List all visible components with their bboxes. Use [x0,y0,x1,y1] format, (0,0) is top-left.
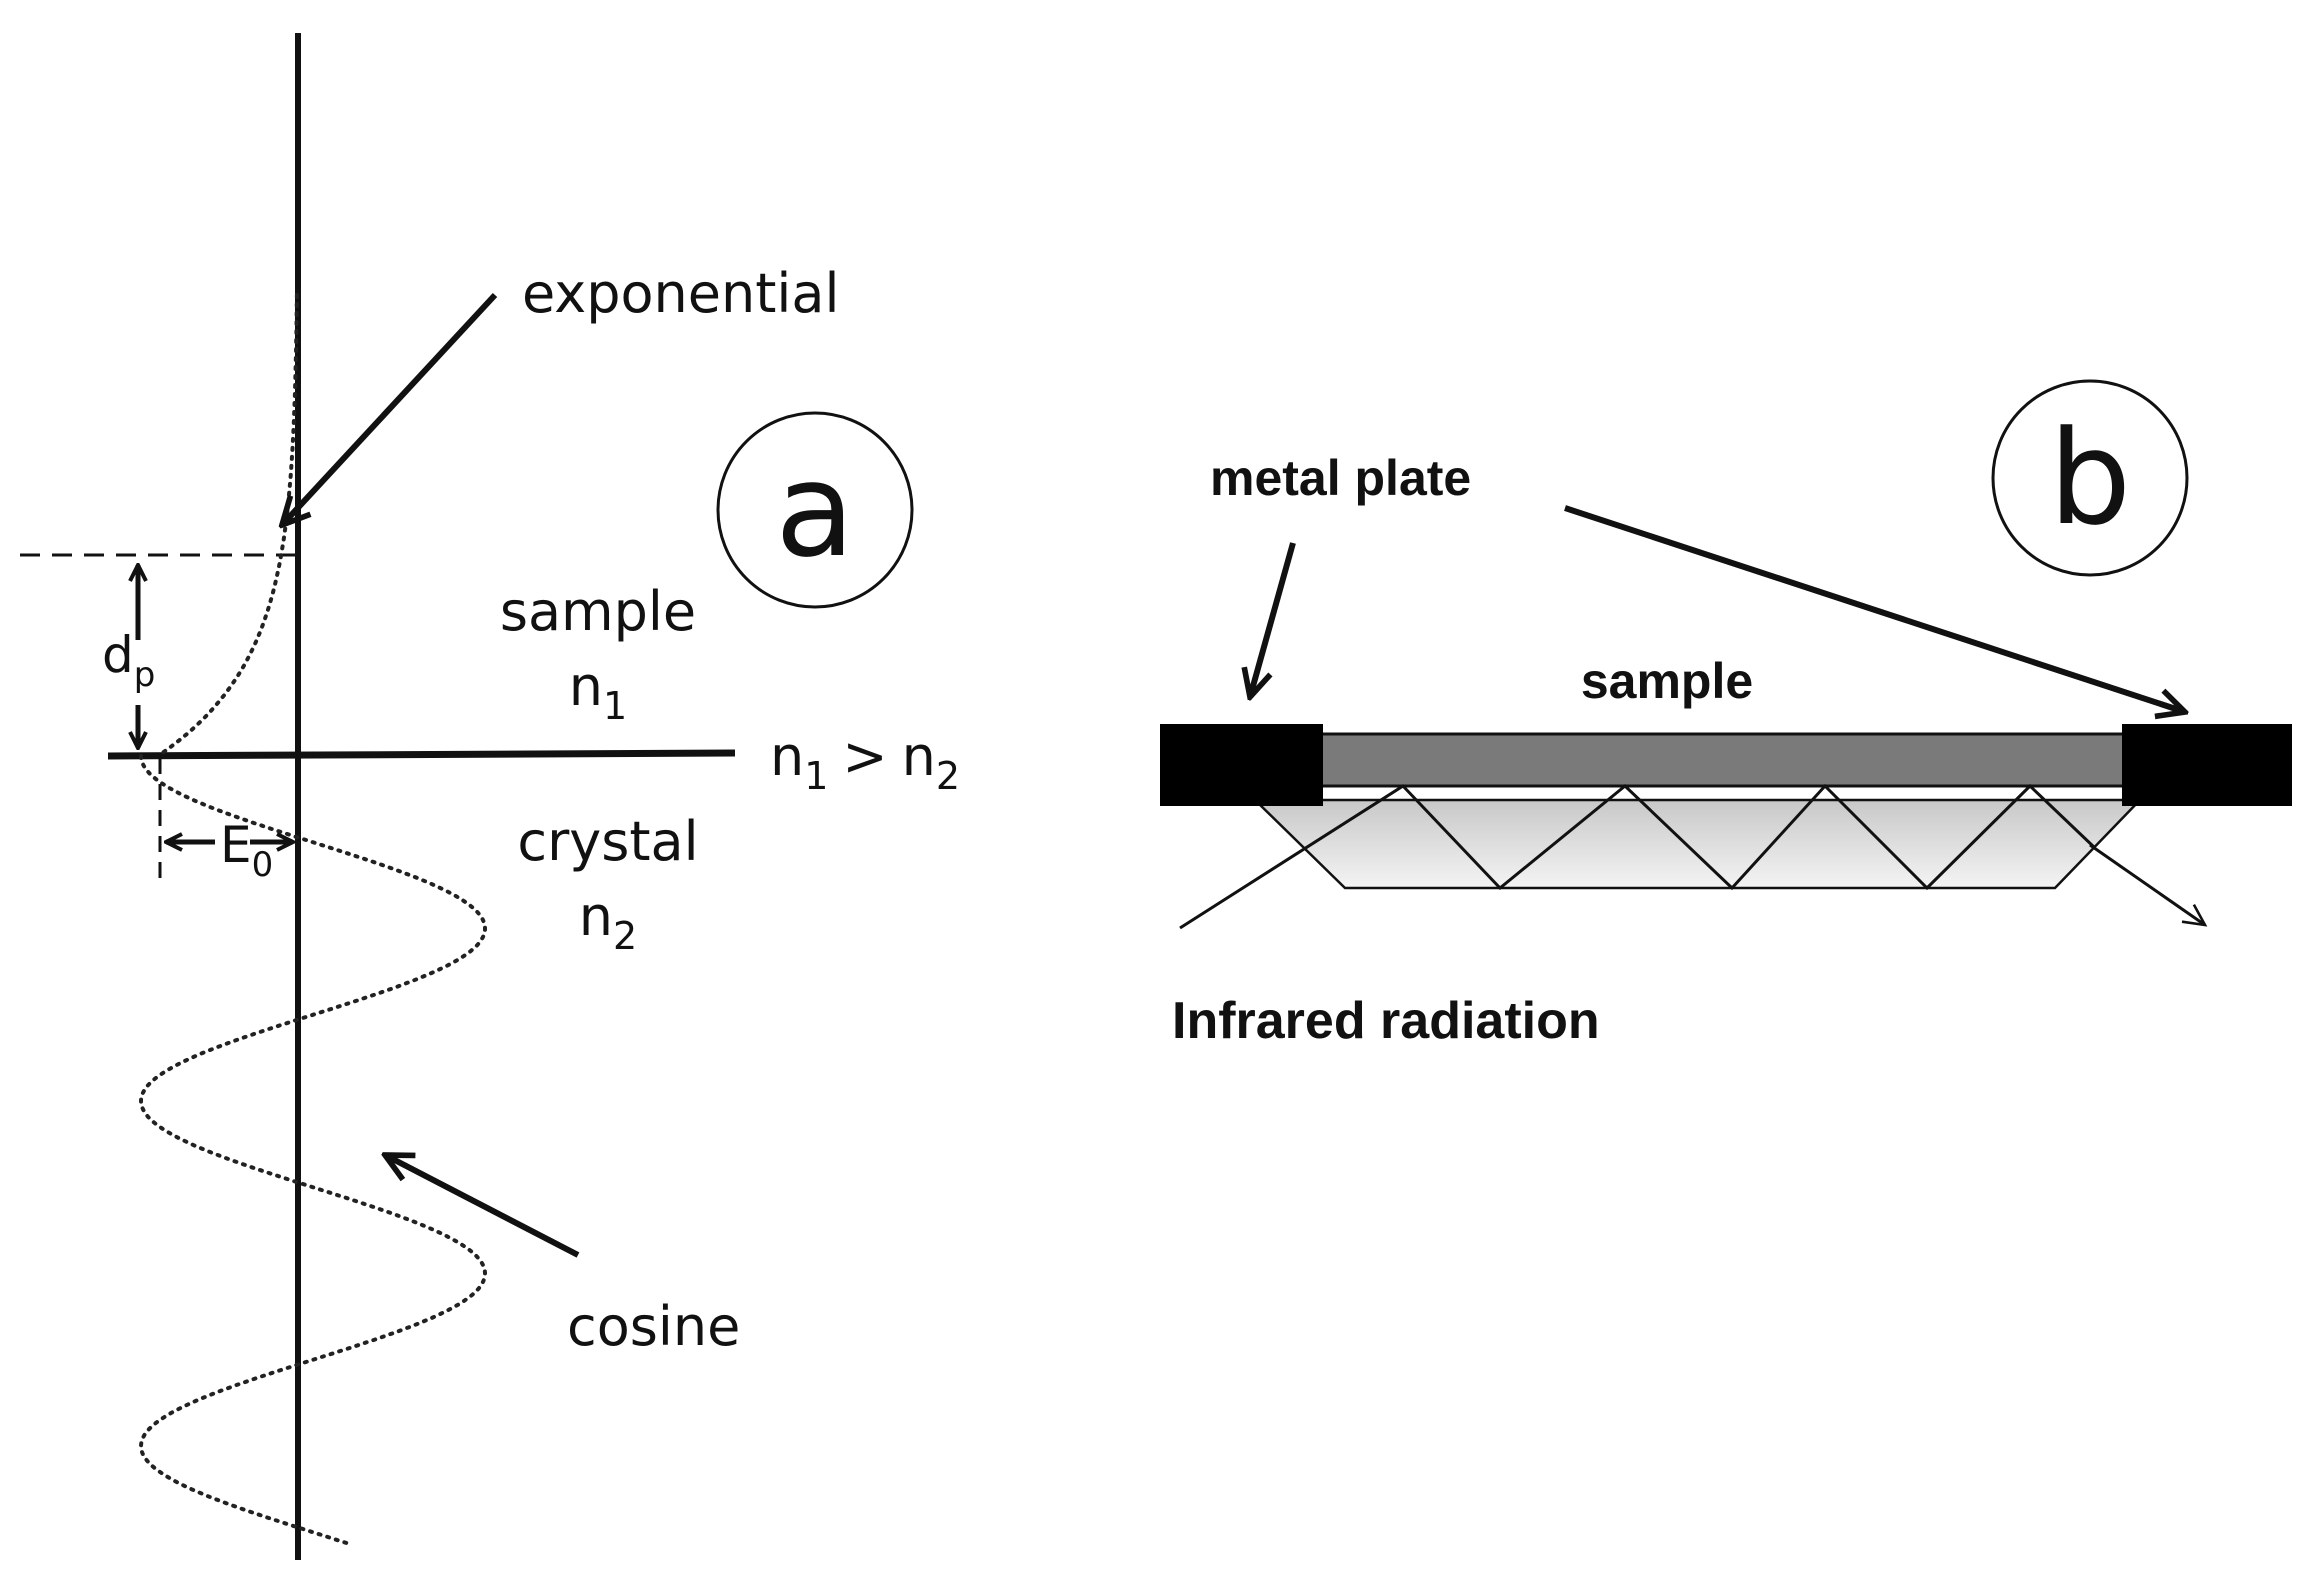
infrared-radiation-label: Infrared radiation [1172,992,1600,1050]
refractive-index-relation: n1>n2 [770,725,960,798]
subscript-1: 1 [603,684,627,728]
exponential-pointer-arrow [282,292,498,525]
atr-crystal [1251,798,2143,890]
metal-plate-right-arrow [1564,505,2185,712]
panel-a: a exponential cosine sample n1 crystal n… [20,33,960,1560]
interface-line [107,749,736,760]
exponential-label: exponential [522,262,840,325]
sample-label: sample [500,580,696,643]
n-symbol: n [770,725,804,788]
d-symbol: d [102,626,134,684]
n-symbol: n [569,655,603,718]
subscript-2: 2 [936,754,960,798]
e0-label: E0 [220,816,273,885]
sample-label-b: sample [1581,653,1753,709]
sample-n1-label: n1 [569,655,627,728]
infrared-exit-arrow [2089,843,2205,925]
panel-b-circle [1991,379,2189,577]
metal-plate-left [1160,724,1323,806]
infrared-beam-path [1179,783,2097,930]
exponential-curve [156,293,299,758]
metal-plate-right [2122,724,2292,806]
crystal-n2-label: n2 [579,885,637,958]
panel-b: b metal plate sample Infrared radiation [1160,379,2292,1050]
crystal-label: crystal [517,810,698,873]
cosine-curve [138,754,487,1547]
dp-label: dp [102,626,155,695]
metal-plate-label: metal plate [1210,450,1471,506]
e-symbol: E [220,816,252,874]
panel-a-letter: a [775,434,855,586]
subscript-p: p [134,655,156,695]
subscript-1: 1 [804,754,828,798]
subscript-2: 2 [613,914,637,958]
sample-layer [1318,732,2127,788]
greater-than: > [842,725,887,788]
n-symbol: n [579,885,613,948]
n-symbol: n [902,725,936,788]
subscript-0: 0 [252,845,274,885]
panel-a-circle [716,411,914,609]
panel-b-letter: b [2049,402,2132,554]
cosine-pointer-arrow [385,1155,580,1258]
metal-plate-left-arrow [1250,542,1296,697]
cosine-label: cosine [567,1295,740,1358]
